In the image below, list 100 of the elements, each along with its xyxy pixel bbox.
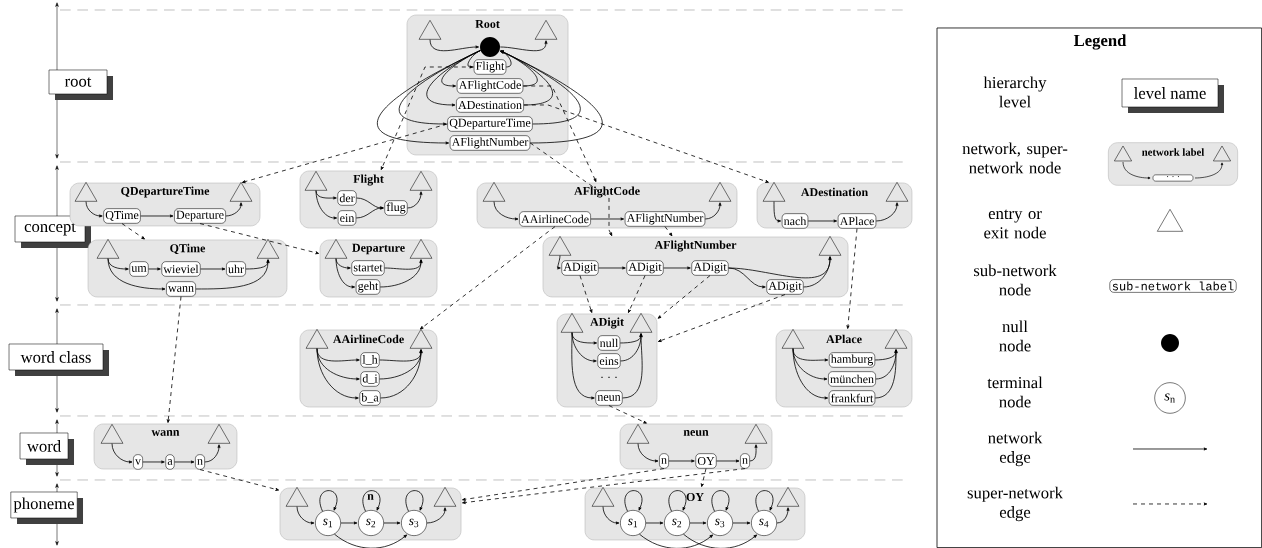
sub-network-node: Flight (473, 59, 507, 75)
network-edge (749, 444, 758, 462)
sub-network-node: hamburg (828, 352, 876, 368)
super-network-edge (664, 226, 673, 237)
sub-network-node: um (129, 261, 149, 277)
network-edge (355, 206, 384, 219)
exit-triangle (818, 236, 842, 256)
network-edge (776, 507, 790, 524)
super-network-edge (628, 275, 646, 314)
terminal-node: s$_{1}$ (315, 510, 341, 536)
legend-title: Legend (1073, 34, 1127, 50)
network-edge (792, 348, 829, 400)
entry-triangle (560, 313, 584, 333)
super-network-edge (529, 142, 613, 237)
sub-network-box: · · · (1152, 174, 1194, 182)
network-edge (316, 348, 359, 400)
sub-network-node: n (195, 454, 205, 470)
network-edge (142, 460, 165, 464)
network-edge (602, 506, 620, 525)
network-edge (107, 258, 166, 291)
sub-network-node: APlace (837, 213, 877, 229)
sub-network-node: neun (595, 390, 623, 406)
legend-text: network edge (988, 431, 1043, 467)
entry-triangle (74, 182, 98, 202)
entry-triangle (285, 487, 309, 507)
network-edge (174, 460, 195, 464)
network-edge (716, 459, 740, 463)
sub-network-node: ADigit (626, 260, 664, 276)
terminal-node: s$_{3}$ (401, 510, 427, 536)
entry-triangle (305, 329, 329, 349)
network-edge (728, 267, 766, 289)
network-edge (493, 201, 519, 221)
network-edge (732, 521, 751, 525)
network-edge (85, 201, 103, 218)
network-edge (405, 490, 424, 512)
exit-triangle (409, 239, 433, 259)
legend-text: null node (999, 320, 1031, 352)
network-edge (195, 259, 270, 290)
network-edge (315, 190, 338, 220)
sub-network-node: Departure (174, 208, 226, 224)
network-edge (225, 202, 243, 217)
super-network-edge (241, 123, 448, 184)
super-network-edge (380, 66, 475, 171)
network-edge (668, 459, 695, 463)
network-edge (334, 533, 408, 548)
entry-triangle (591, 487, 615, 507)
sub-network-node: ein (337, 210, 357, 226)
super-network-edge (462, 468, 746, 504)
exit-triangle (776, 487, 800, 507)
network-edge (807, 219, 838, 223)
network-edge (296, 506, 315, 525)
ellipsis: · · · (601, 376, 617, 379)
network-edge (148, 267, 161, 271)
network-edge (711, 490, 730, 512)
sub-network-node: AFlightNumber (449, 135, 531, 151)
network-edge (689, 521, 707, 525)
sub-network-node: ADigit (561, 260, 599, 276)
entry-triangle (418, 20, 442, 40)
sub-network-node: a (165, 454, 175, 470)
network-edge (407, 191, 423, 209)
sub-network-node: d_i (360, 371, 380, 387)
sub-network-node: QTime (103, 208, 141, 224)
network-edge (875, 202, 899, 222)
entry-triangle (96, 239, 120, 259)
super-network-edge (846, 228, 858, 329)
sub-network-box: sub-network label (1109, 279, 1237, 293)
legend-text: sub-network node (974, 264, 1057, 296)
network-edge (624, 490, 643, 512)
entry-triangle (100, 424, 124, 444)
network-edge (376, 50, 481, 145)
network-edge (140, 214, 174, 218)
sub-network-node: AFlightCode (456, 78, 524, 94)
super-network-edge (579, 275, 593, 313)
sub-network-node: geht (355, 279, 381, 295)
level-box: level name (1121, 78, 1224, 113)
legend-text: entry or exit node (984, 209, 1046, 239)
network-edge (499, 40, 548, 52)
super-network-edge (199, 223, 319, 255)
super-network-edge (462, 468, 665, 501)
entry-triangle (762, 182, 786, 202)
network-edge (200, 267, 226, 271)
terminal-node: s$_{2}$ (358, 510, 384, 536)
network-edge (639, 533, 714, 548)
super-network-edge (700, 468, 707, 487)
sub-network-node: flug (384, 200, 408, 216)
network-edge (590, 217, 625, 221)
level-box: word (19, 432, 74, 465)
network-edge (663, 266, 691, 270)
sub-network-node: ADigit (766, 279, 804, 295)
sub-network-node: b_a (359, 390, 381, 406)
network-edge (622, 333, 643, 399)
terminal-node: s$_{4}$ (751, 510, 777, 536)
level-box: root (48, 69, 113, 100)
terminal-node: s$_{3}$ (707, 510, 733, 536)
network-edge (557, 255, 561, 270)
entry-triangle (548, 236, 572, 256)
network-edge (204, 444, 221, 463)
terminal-node: s$_{1}$ (620, 510, 646, 536)
sub-network-node: l_h (360, 352, 380, 368)
sub-network-node: der (337, 190, 357, 206)
